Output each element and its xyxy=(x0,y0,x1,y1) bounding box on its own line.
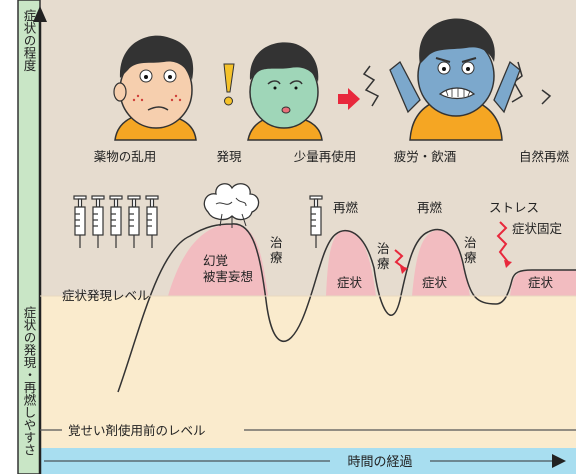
symptom-label-3: 症状 xyxy=(528,275,554,290)
time-arrowhead xyxy=(552,454,566,468)
symptom-label-2: 症状 xyxy=(422,275,448,290)
stage-label-onset: 発現 xyxy=(216,149,242,164)
baseline-label-bg xyxy=(62,422,244,438)
exclamation-icon xyxy=(223,63,235,106)
boy-face-icon xyxy=(113,35,197,141)
sick-face-icon xyxy=(247,42,323,141)
right-arrow-icon xyxy=(338,88,360,110)
y-axis-bottom-label: 症状の発現・再燃しやすさ xyxy=(22,305,37,456)
treatment-1-char-1: 治 xyxy=(270,235,283,250)
hallucination-label-1: 幻覚 xyxy=(203,253,228,268)
treatment-3-char-1: 治 xyxy=(464,235,477,250)
peak-fill-3 xyxy=(412,229,470,296)
stress-label: ストレス xyxy=(489,200,539,215)
symptom-label-1: 症状 xyxy=(337,275,363,290)
symptom-level-label: 症状発現レベル xyxy=(62,288,150,303)
hallucination-label-2: 被害妄想 xyxy=(203,269,253,284)
plateau-fill xyxy=(510,270,576,296)
syringe-icon xyxy=(73,195,323,248)
stage-label-spontaneous: 自然再燃 xyxy=(519,149,570,164)
stage-label-fatigue: 疲労・飲酒 xyxy=(394,149,457,164)
treatment-1-char-2: 療 xyxy=(270,250,283,265)
y-axis-labels: 症状の程度 症状の発現・再燃しやすさ xyxy=(22,8,37,456)
stress-zigzag-icon xyxy=(394,221,509,269)
treatment-3-char-2: 療 xyxy=(464,250,477,265)
symptom-curve xyxy=(117,223,576,393)
relapse-label-1: 再燃 xyxy=(333,200,359,215)
y-axis-arrowhead xyxy=(33,6,47,22)
y-axis-top-label: 症状の程度 xyxy=(22,8,37,72)
symptom-fixed-label: 症状固定 xyxy=(512,221,562,236)
brain-explosion-icon xyxy=(203,183,260,228)
stage-label-abuse: 薬物の乱用 xyxy=(94,149,157,164)
treatment-2-char-2: 療 xyxy=(377,256,390,271)
x-axis-label: 時間の経過 xyxy=(347,455,412,470)
treatment-2-char-1: 治 xyxy=(377,241,390,256)
relapse-label-2: 再燃 xyxy=(417,200,443,215)
peak-fill-1 xyxy=(168,223,268,296)
peak-fill-2 xyxy=(326,229,376,296)
zigzag-arrowhead-1 xyxy=(400,266,408,274)
zigzag-arrowhead-2 xyxy=(504,260,512,268)
angry-face-icon xyxy=(362,18,552,141)
stage-label-reuse: 少量再使用 xyxy=(294,149,357,164)
baseline-level-label: 覚せい剤使用前のレベル xyxy=(68,423,206,438)
